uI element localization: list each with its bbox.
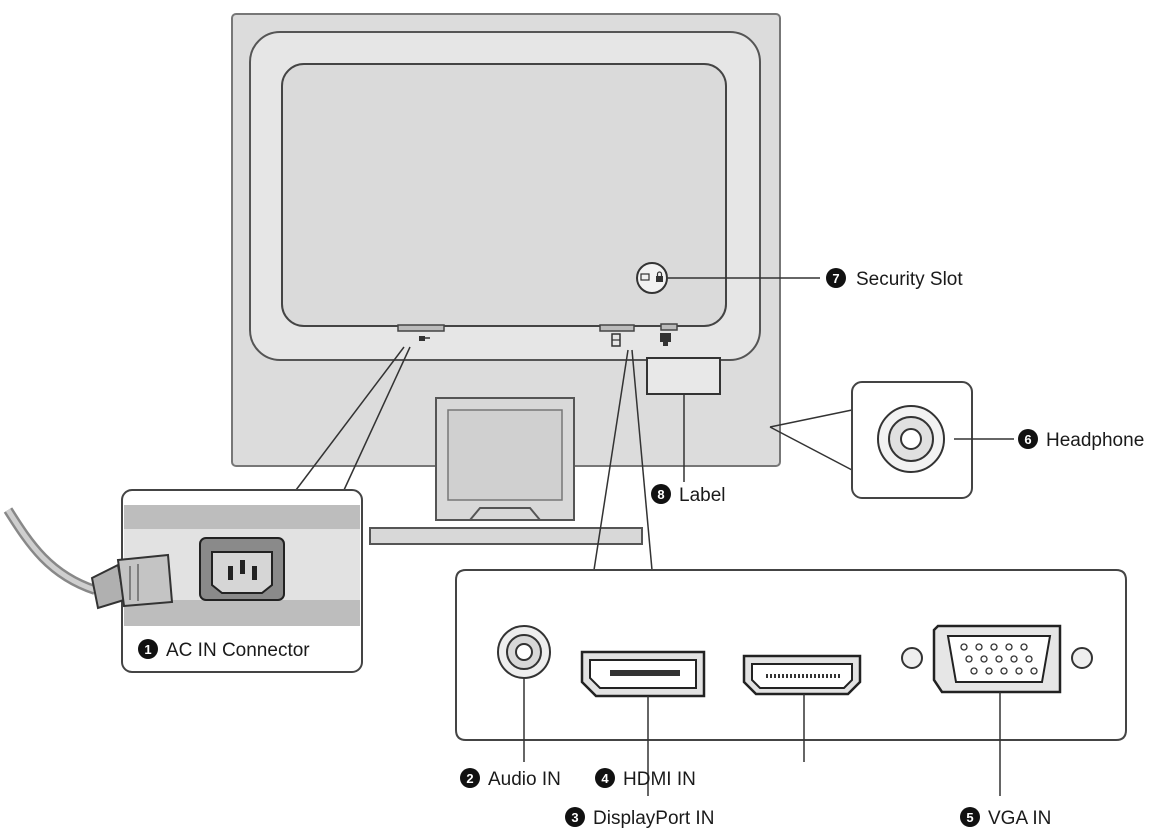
security-slot — [636, 262, 668, 294]
headphone-jack — [877, 405, 945, 473]
svg-text:VGA IN: VGA IN — [988, 808, 1051, 829]
hdmi-port — [742, 654, 862, 696]
callout-label: 8 Label — [651, 484, 726, 506]
power-cable — [3, 507, 97, 595]
svg-text:1: 1 — [144, 642, 151, 657]
lock-icon — [656, 271, 663, 282]
network-port-icon — [660, 333, 671, 346]
slot-icon — [640, 273, 650, 281]
ac-socket — [199, 537, 285, 601]
svg-text:AC IN Connector: AC IN Connector — [166, 640, 310, 661]
ac-inset-band-bottom — [124, 600, 360, 626]
callout-headphone: 6 Headphone — [1018, 429, 1144, 451]
monitor-stand-notch — [469, 507, 541, 521]
ac-inset-band-top — [124, 505, 360, 529]
callout-security-slot: 7 Security Slot — [826, 268, 963, 290]
rj-port-slot — [660, 323, 678, 331]
headphone-callout-wedge — [769, 409, 853, 471]
callout-audio-in: 2 Audio IN — [460, 768, 561, 790]
io-callout-line-a — [593, 349, 629, 571]
callout-vga-in: 5 VGA IN — [960, 807, 1051, 829]
ac-callout-line-a — [295, 346, 405, 491]
svg-text:Headphone: Headphone — [1046, 430, 1144, 451]
svg-text:5: 5 — [966, 810, 973, 825]
audio-in-jack — [497, 625, 551, 679]
io-port-slot — [599, 324, 635, 332]
label-sticker — [646, 357, 721, 395]
svg-text:3: 3 — [571, 810, 578, 825]
callout-hdmi-in: 4 HDMI IN — [595, 768, 696, 790]
svg-text:2: 2 — [466, 771, 473, 786]
ac-callout-line-b — [343, 346, 411, 491]
io-callout-line-b — [631, 349, 653, 571]
power-plug — [90, 553, 174, 610]
callout-displayport-in: 3 DisplayPort IN — [565, 807, 714, 829]
callout-ac-in: 1 AC IN Connector — [138, 639, 310, 661]
vga-port — [901, 624, 1093, 694]
svg-text:8: 8 — [657, 487, 664, 502]
svg-text:7: 7 — [832, 271, 839, 286]
io-icon — [611, 333, 621, 347]
power-connector-icon — [419, 336, 430, 341]
monitor-back-panel — [281, 63, 727, 327]
svg-text:6: 6 — [1024, 432, 1031, 447]
svg-text:Label: Label — [679, 485, 726, 506]
power-cable-core — [5, 508, 96, 593]
svg-text:HDMI IN: HDMI IN — [623, 769, 696, 790]
displayport-port — [580, 650, 706, 698]
ac-port-slot — [397, 324, 445, 332]
svg-text:Security Slot: Security Slot — [856, 269, 963, 290]
svg-text:Audio IN: Audio IN — [488, 769, 561, 790]
svg-text:DisplayPort IN: DisplayPort IN — [593, 808, 714, 829]
monitor-stand-cutout — [447, 409, 563, 501]
monitor-stand-base — [369, 527, 643, 545]
svg-text:4: 4 — [601, 771, 609, 786]
